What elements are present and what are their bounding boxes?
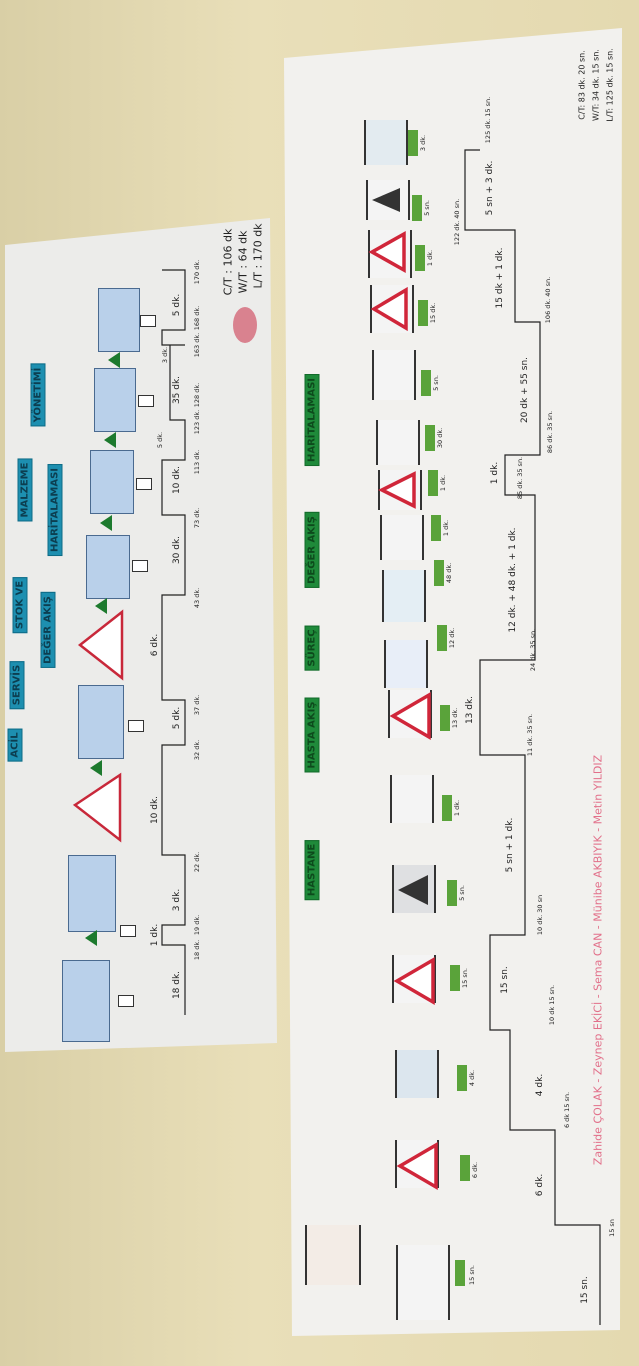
left-arrow-icon-5 <box>104 432 116 448</box>
left-arrow-icon-3 <box>95 598 107 614</box>
right-process-time: 12 dk. + 48 dk. + 1 dk. <box>508 527 518 633</box>
time-bar <box>418 300 428 326</box>
left-data-box <box>140 315 156 327</box>
stretcher-step-image <box>395 1050 439 1098</box>
right-cumulative-time: 24 dk. 35 sn. <box>529 628 537 672</box>
step-time: 3 dk. <box>419 134 427 152</box>
time-bar <box>450 965 460 991</box>
right-summary-ct: C/T: 83 dk. 20 sn. <box>577 50 587 120</box>
step-time: 4 dk. <box>468 1069 476 1087</box>
step-time: 5 sn. <box>458 885 466 901</box>
step-time: 6 dk. <box>471 1161 479 1179</box>
step-time: 1 dk. <box>453 799 461 817</box>
examination-step-image <box>382 570 426 622</box>
right-cumulative-time: 106 dk. 40 sn. <box>544 276 552 324</box>
time-bar <box>434 560 444 586</box>
time-bar <box>421 370 431 396</box>
left-data-box <box>128 720 144 732</box>
left-inventory-triangle-1 <box>72 772 122 843</box>
patient-doctor-illustration <box>305 1225 361 1285</box>
step-time: 15 dk. <box>429 302 437 324</box>
right-process-time: 4 dk. <box>535 1073 545 1097</box>
left-data-box <box>136 478 152 490</box>
left-data-box <box>132 560 148 572</box>
step-time: 15 sn. <box>468 1265 476 1285</box>
bed-step-image <box>380 515 424 560</box>
right-process-time: 15 sn. <box>500 966 510 994</box>
right-cumulative-time: 10 dk 15 sn. <box>548 984 556 1026</box>
pink-sticky-note <box>233 307 257 343</box>
time-bar <box>455 1260 465 1286</box>
time-bar <box>437 625 447 651</box>
step-time: 30 dk. <box>436 427 444 449</box>
right-process-time: 6 dk. <box>535 1173 545 1197</box>
left-arrow-icon-2 <box>90 760 102 776</box>
nurse-step-image <box>384 640 428 688</box>
time-bar <box>425 425 435 451</box>
left-process-box-7 <box>98 288 140 352</box>
right-cumulative-time: 86 dk. 35 sn. <box>546 410 554 454</box>
right-cumulative-time: 122 dk. 40 sn. <box>453 198 461 246</box>
time-bar <box>408 130 418 156</box>
right-timeline <box>464 149 601 1325</box>
left-data-box <box>120 925 136 937</box>
right-cumulative-time: 10 dk. 30 sn <box>536 894 544 936</box>
step-time: 48 dk. <box>445 562 453 584</box>
time-bar <box>440 705 450 731</box>
step-time: 5 sn. <box>432 375 440 391</box>
right-cumulative-time: 6 dk 15 sn. <box>563 1091 571 1129</box>
authors-line: Zahide ÇOLAK - Zeynep EKİCİ - Sema CAN -… <box>591 754 605 1166</box>
left-poster-sheet <box>5 218 277 1052</box>
right-process-time: 15 sn. <box>580 1276 590 1304</box>
right-cumulative-time: 15 sn <box>608 1219 616 1237</box>
left-process-box-5 <box>90 450 134 514</box>
reception-step-image <box>396 1245 450 1320</box>
right-cumulative-time: 85 dk. 35 sn. <box>516 456 524 500</box>
time-bar <box>447 880 457 906</box>
left-process-box-6 <box>94 368 136 432</box>
right-process-time: 20 dk + 55 sn. <box>520 356 530 424</box>
step-time: 15 sn. <box>461 968 469 988</box>
left-inventory-triangle-2 <box>77 609 124 681</box>
step-time: 1 dk. <box>442 519 450 537</box>
left-arrow-icon-4 <box>100 515 112 531</box>
left-arrow-icon-1 <box>85 930 97 946</box>
sink-step-image <box>364 120 408 165</box>
step-time: 5 sn. <box>423 200 431 216</box>
right-process-time: 15 dk + 1 dk. <box>495 247 505 309</box>
time-bar <box>415 245 425 271</box>
right-poster-sheet <box>284 28 622 1336</box>
bed-step-image <box>376 420 420 465</box>
time-bar <box>431 515 441 541</box>
left-data-box <box>118 995 134 1007</box>
time-bar <box>428 470 438 496</box>
step-time: 1 dk. <box>426 249 434 267</box>
left-arrow-icon-6 <box>108 352 120 368</box>
left-process-box-3 <box>78 685 124 759</box>
right-cumulative-time: 11 dk. 35 sn. <box>526 713 534 757</box>
right-process-time: 5 sn + 3 dk. <box>485 160 495 216</box>
bed-step-image <box>390 775 434 823</box>
right-process-time: 5 sn + 1 dk. <box>505 817 515 873</box>
time-bar <box>412 195 422 221</box>
step-time: 13 dk. <box>451 707 459 729</box>
right-process-time: 13 dk. <box>465 695 475 725</box>
left-timeline <box>161 269 186 1015</box>
doctor-step-image <box>372 350 416 400</box>
left-data-box <box>138 395 154 407</box>
time-bar <box>442 795 452 821</box>
right-process-time: 1 dk. <box>490 461 500 485</box>
right-cumulative-time: 125 dk. 15 sn. <box>484 96 492 144</box>
right-summary-lt: L/T: 125 dk. 15 sn. <box>605 48 615 122</box>
step-time: 1 dk. <box>439 474 447 492</box>
left-process-box-4 <box>86 535 130 599</box>
step-time: 12 dk. <box>448 627 456 649</box>
left-process-box-2 <box>68 855 116 932</box>
left-process-box-1 <box>62 960 110 1042</box>
time-bar <box>457 1065 467 1091</box>
right-summary-wt: W/T: 34 dk. 15 sn. <box>591 49 601 121</box>
time-bar <box>460 1155 470 1181</box>
